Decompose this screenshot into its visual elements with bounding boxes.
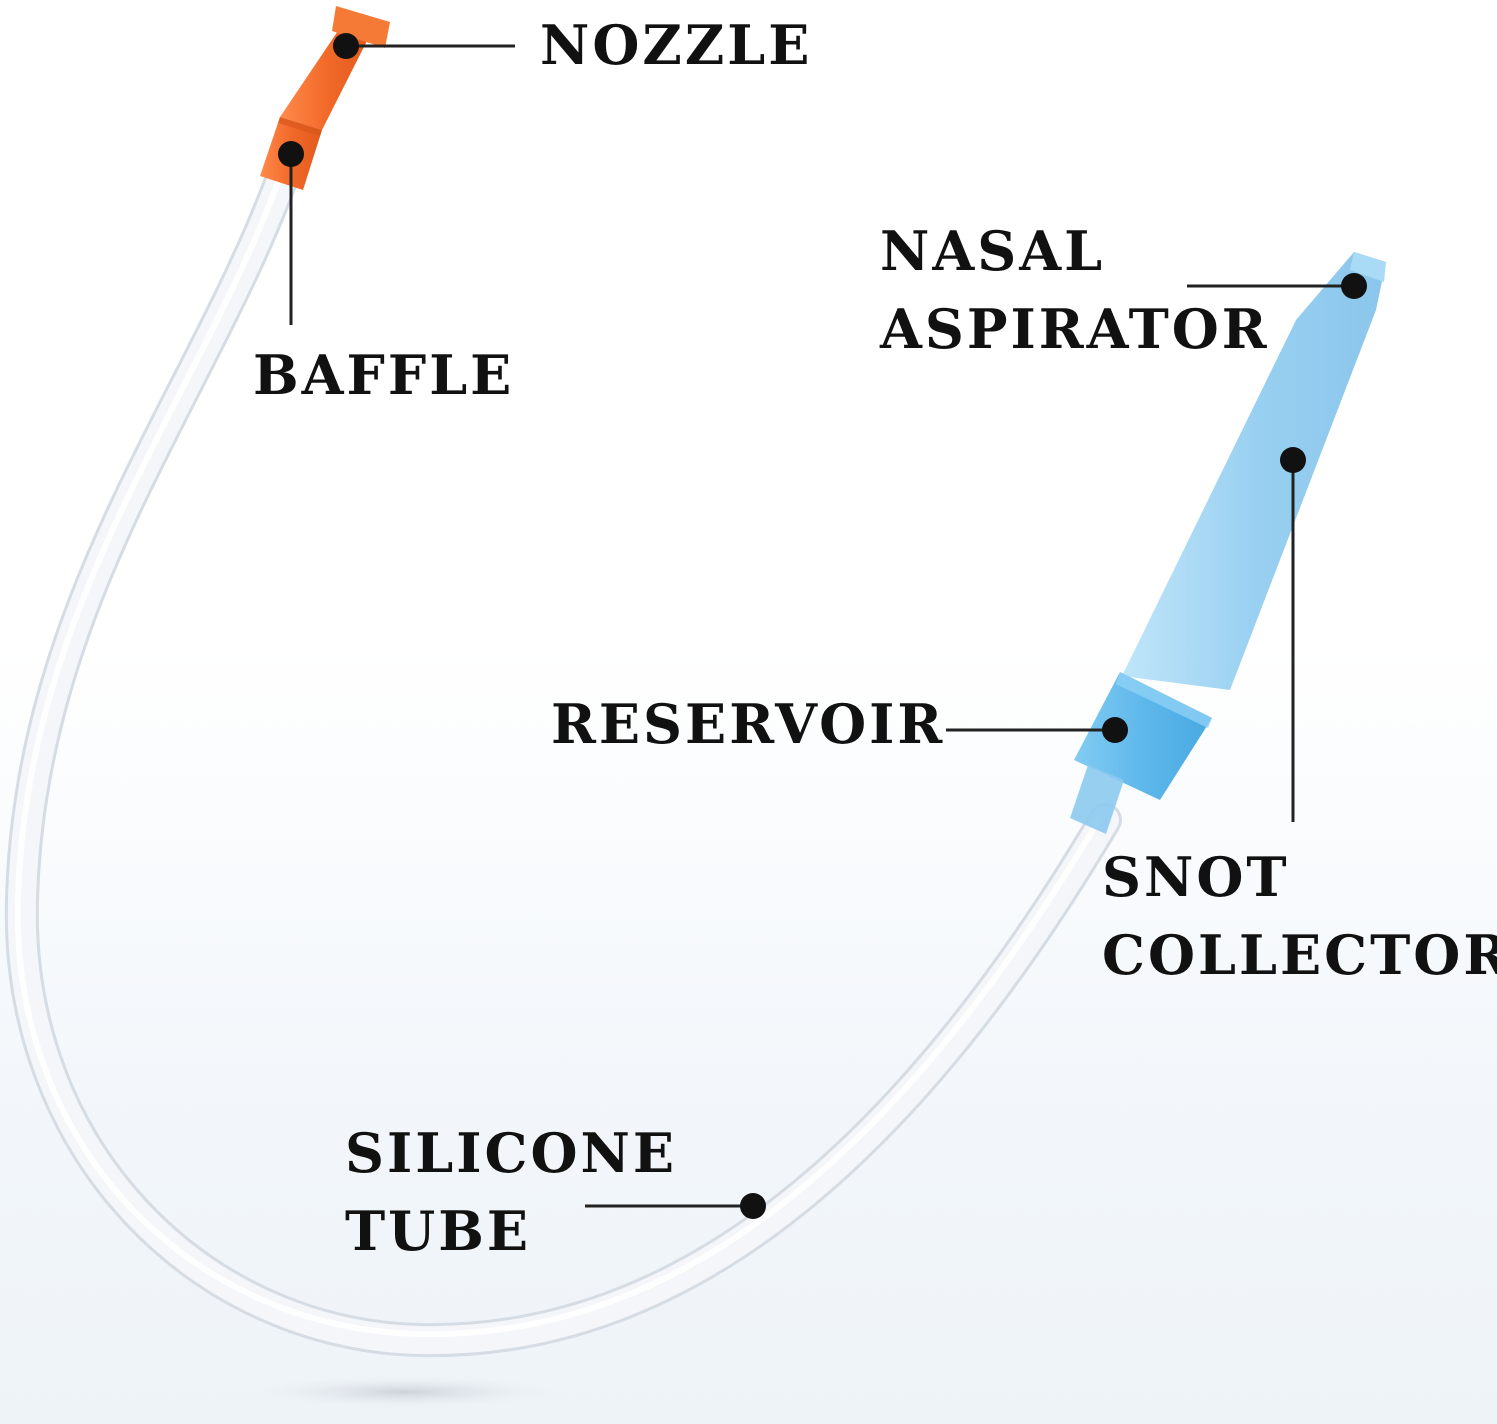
aspirator-assembly [1070,252,1386,834]
label-baffle-line-1: BAFFLE [253,343,515,407]
label-reservoir-line-1: RESERVOIR [551,692,946,756]
label-nasal-aspirator-line-2: ASPIRATOR [880,297,1270,361]
snot-collector-marker-dot [1280,447,1306,473]
baffle-marker-dot [278,141,304,167]
nozzle-assembly [260,6,390,190]
snot-collector-callout [1280,447,1306,822]
baffle-callout [278,141,304,325]
label-snot-collector-line-2: COLLECTOR [1102,923,1497,987]
label-snot-collector-line-1: SNOT [1102,845,1290,909]
floor-shadow [255,1376,555,1408]
reservoir-callout [946,717,1128,743]
label-silicone-tube-line-2: TUBE [345,1199,532,1263]
label-silicone-tube: SILICONE TUBE [345,1114,677,1270]
nozzle-callout [333,33,515,59]
label-baffle: BAFFLE [253,336,514,414]
label-nozzle-line-1: NOZZLE [540,13,813,77]
nasal-aspirator-callout [1187,273,1367,299]
reservoir-marker-dot [1102,717,1128,743]
label-nasal-aspirator-line-1: NASAL [880,219,1106,283]
snot-collector-part [1122,252,1386,690]
nozzle-marker-dot [333,33,359,59]
label-nasal-aspirator: NASAL ASPIRATOR [880,212,1270,368]
label-nozzle: NOZZLE [540,6,812,84]
label-snot-collector: SNOT COLLECTOR [1102,838,1497,994]
label-silicone-tube-line-1: SILICONE [345,1121,678,1185]
silicone-tube [4,161,1122,1358]
label-reservoir: RESERVOIR [551,685,945,763]
nasal-aspirator-marker-dot [1341,273,1367,299]
silicone-tube-marker-dot [740,1193,766,1219]
silicone-tube-callout [585,1193,766,1219]
